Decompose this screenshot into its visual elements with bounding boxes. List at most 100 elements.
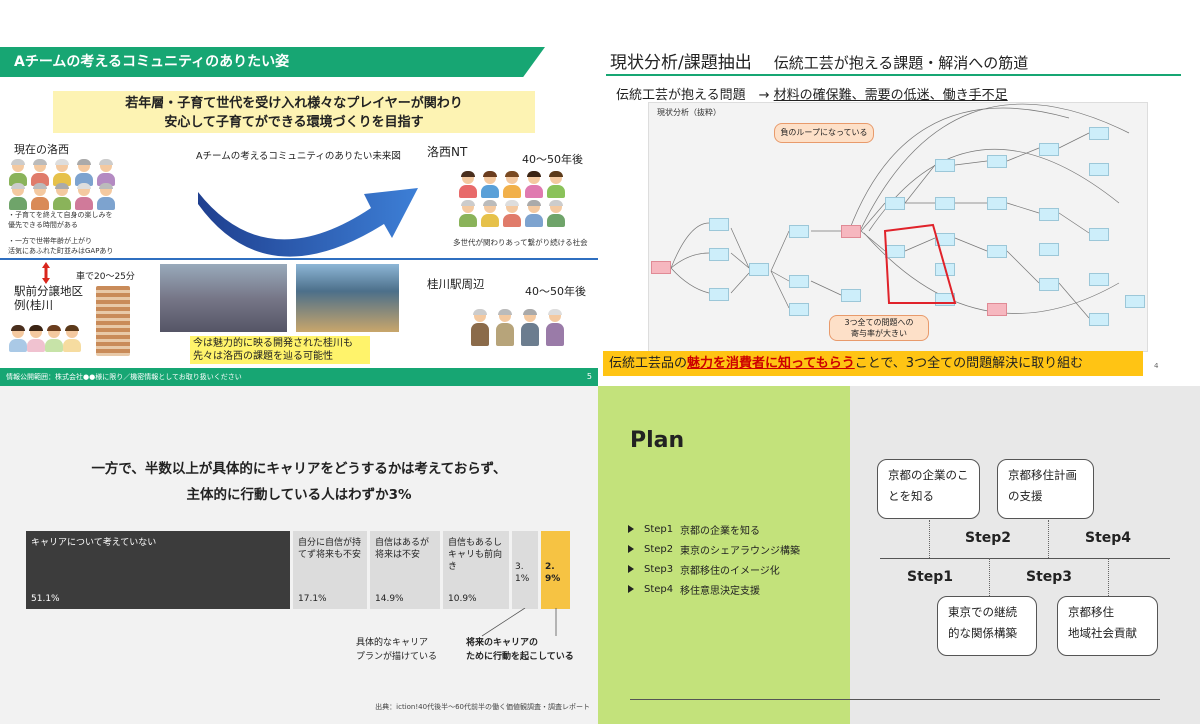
- timeline-label-step1: Step1: [907, 569, 954, 585]
- diagram-node: [749, 263, 769, 276]
- bar-not-thinking: キャリアについて考えていない 51.1%: [26, 531, 290, 609]
- slide-community-vision: Aチームの考えるコミュニティのありたい姿 若年層・子育て世代を受け入れ様々なプレ…: [0, 0, 598, 386]
- elderly-group-icon-2: [8, 183, 116, 210]
- diagram-node: [1039, 208, 1059, 221]
- diagram-node: [1039, 278, 1059, 291]
- years-later-1: 40～50年後: [522, 153, 583, 166]
- apartment-building-icon: [96, 286, 130, 356]
- diagram-node: [987, 245, 1007, 258]
- pointer-lines: [481, 608, 557, 637]
- survey-heading: 一方で、半数以上が具体的にキャリアをどうするかは考えておらず、 主体的に行動して…: [91, 461, 507, 503]
- diagram-node: [709, 218, 729, 231]
- title-underline: [606, 74, 1181, 76]
- page-number: 4: [1154, 362, 1159, 370]
- timeline-connector: [1108, 558, 1109, 596]
- bar-planned: 3.1%: [512, 531, 538, 609]
- diagram-node: [1089, 313, 1109, 326]
- slide-banner: Aチームの考えるコミュニティのありたい姿: [0, 47, 545, 77]
- bar-positive: 自信もあるしキャリも前向き 10.9%: [443, 531, 509, 609]
- diagram-node: [709, 288, 729, 301]
- timeline-box-1: 京都の企業のこ とを知る: [877, 459, 980, 519]
- source-note: 出典：iction!40代後半～60代前半の働く価値観調査・調査レポート: [375, 703, 590, 711]
- diagram-node: [1089, 273, 1109, 286]
- diagram-node: [935, 159, 955, 172]
- timeline-label-step4: Step4: [1085, 530, 1132, 546]
- timeline-axis: [880, 558, 1170, 559]
- slide-current-analysis: 現状分析/課題抽出伝統工芸が抱える課題・解消への筋道 伝統工芸が抱える問題 → …: [598, 0, 1200, 386]
- headline-box: 若年層・子育て世代を受け入れ様々なプレイヤーが関わり 安心して子育てができる環境…: [53, 91, 535, 133]
- slide-title: 現状分析/課題抽出伝統工芸が抱える課題・解消への筋道: [610, 53, 1029, 73]
- diagram-node: [1089, 163, 1109, 176]
- triangle-bullet-icon: [628, 565, 634, 573]
- headline-line-1: 若年層・子育て世代を受け入れ様々なプレイヤーが関わり: [125, 96, 463, 111]
- triangle-bullet-icon: [628, 585, 634, 593]
- note-1: ・子育てを終えて自身の楽しみを 優先できる時間がある: [8, 211, 113, 229]
- diagram-node: [935, 197, 955, 210]
- bubble-negative-loop: 負のループになっている: [774, 123, 874, 143]
- future-chart-title: Aチームの考えるコミュニティのありたい未来図: [196, 151, 401, 162]
- page-number: 5: [586, 372, 592, 381]
- station-area-label: 駅前分譲地区 例(桂川: [14, 284, 83, 312]
- diagram-node-key: [841, 225, 861, 238]
- note-2: ・一方で世帯年齢が上がり 活気にあふれた町並みはGAPあり: [8, 237, 114, 255]
- diagram-node-key: [987, 303, 1007, 316]
- diagram-node: [1125, 295, 1145, 308]
- young-family-icon: [8, 325, 81, 352]
- double-arrow-icon: [42, 262, 50, 284]
- rakusei-nt-label: 洛西NT: [427, 145, 468, 159]
- footer-rule: [630, 699, 1160, 700]
- timeline-connector: [1048, 520, 1049, 558]
- note-planned: 具体的なキャリア プランが描けている: [356, 638, 438, 662]
- timeline-label-step3: Step3: [1026, 569, 1073, 585]
- red-highlight-outline: [883, 223, 957, 304]
- plan-title: Plan: [630, 428, 685, 453]
- diagram-label: 現状分析（抜粋）: [657, 108, 721, 117]
- timeline-label-step2: Step2: [965, 530, 1012, 546]
- diagram-node: [789, 275, 809, 288]
- family-group-icon: [458, 171, 566, 198]
- katsura-label: 桂川駅周辺: [427, 277, 485, 291]
- timeline-box-2: 京都移住計画 の支援: [997, 459, 1094, 519]
- drive-time: 車で20～25分: [76, 272, 135, 282]
- diagram-links: [670, 103, 1130, 319]
- katsura-caption: 今は魅力的に映る開発された桂川も 先々は洛西の課題を辿る可能性: [190, 336, 370, 364]
- diagram-node: [789, 303, 809, 316]
- diagram-node: [885, 197, 905, 210]
- conclusion-banner: 伝統工芸品の魅力を消費者に知ってもらうことで、3つ全ての問題解決に取り組む: [603, 351, 1143, 376]
- headline-line-2: 安心して子育てができる環境づくりを目指す: [164, 115, 424, 130]
- slide-career-survey: 一方で、半数以上が具体的にキャリアをどうするかは考えておらず、 主体的に行動して…: [0, 386, 598, 724]
- multi-gen-caption: 多世代が関わりあって繋がり続ける社会: [453, 238, 588, 247]
- section-divider: [0, 258, 598, 260]
- analysis-diagram: 現状分析（抜粋）: [648, 102, 1148, 352]
- diagram-node: [1089, 228, 1109, 241]
- diagram-node: [987, 155, 1007, 168]
- triangle-bullet-icon: [628, 545, 634, 553]
- years-later-2: 40～50年後: [525, 285, 586, 298]
- diagram-node: [841, 289, 861, 302]
- bubble-contribution: 3つ全ての問題への 寄与率が大きい: [829, 315, 929, 341]
- diagram-node: [709, 248, 729, 261]
- diagram-node: [935, 233, 955, 246]
- station-photo-2: [296, 264, 399, 332]
- elderly-couple-icon: [470, 309, 565, 346]
- note-acting: 将来のキャリアの ために行動を起こしている: [466, 638, 574, 662]
- slide-footer: 情報公開範囲：株式会社●●様に限り／機密情報としてお取り扱いください 5: [0, 368, 598, 386]
- diagram-node: [789, 225, 809, 238]
- problem-statement: 伝統工芸が抱える問題 → 材料の確保難、需要の低迷、働き手不足: [616, 88, 1008, 103]
- bar-acting: 2.9%: [541, 531, 570, 609]
- diagram-node: [987, 197, 1007, 210]
- plan-side-panel: [598, 386, 850, 724]
- diagram-node: [1039, 243, 1059, 256]
- timeline-box-4: 京都移住 地域社会貢献: [1057, 596, 1158, 656]
- bar-confident-anxious: 自信はあるが将来は不安 14.9%: [370, 531, 440, 609]
- timeline-connector: [929, 520, 930, 558]
- diagram-node-origin: [651, 261, 671, 274]
- timeline-connector: [989, 558, 990, 596]
- diagram-node: [1039, 143, 1059, 156]
- station-photo-1: [160, 264, 287, 332]
